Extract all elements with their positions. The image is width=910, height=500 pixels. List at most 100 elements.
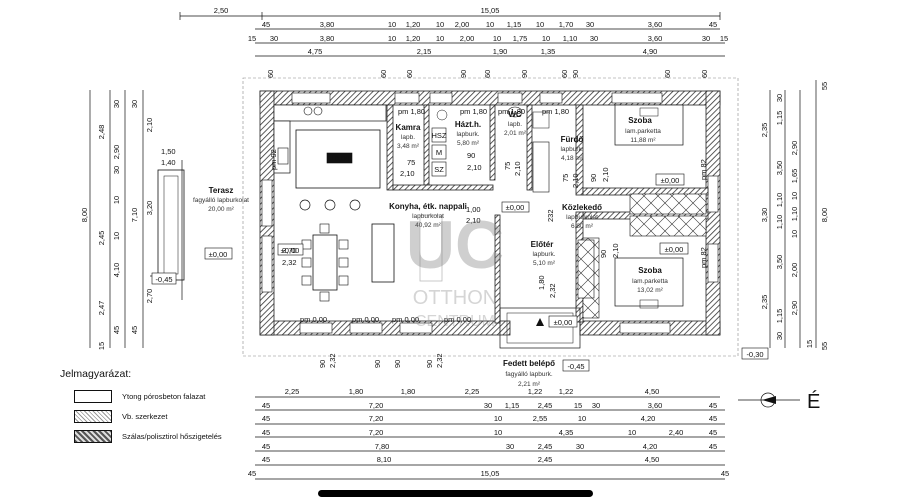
dim-label: 90 xyxy=(425,360,434,368)
fixture-label: HSZ xyxy=(432,131,447,140)
dim-label: 7,20 xyxy=(369,414,384,423)
room-name: Konyha, étk. nappali xyxy=(389,202,467,211)
pm-label: pm 1,80 xyxy=(398,107,425,116)
dim-label: 2,10 xyxy=(145,118,154,133)
dim-label: 1,10 xyxy=(775,193,784,208)
dim-label: 4,20 xyxy=(641,414,656,423)
service-rooms: pm 1,80 Kamra lapb. 3,48 m² 75 2,10 HSZ … xyxy=(396,106,584,193)
dim-label: 2,50 xyxy=(214,6,229,15)
door-width: 75 xyxy=(561,174,570,182)
right-dimensions xyxy=(769,80,817,348)
dim-label: 4,10 xyxy=(112,263,121,278)
bottom-dimensions xyxy=(255,396,725,480)
room-floor: lam.parketta xyxy=(632,278,668,285)
svg-text:UC: UC xyxy=(406,207,504,283)
legend-item: Vb. szerkezet xyxy=(74,410,167,423)
door-height: 2,10 xyxy=(571,173,580,188)
dim-label: 1,10 xyxy=(775,215,784,230)
door-width: 75 xyxy=(503,162,512,170)
door-width: 90 xyxy=(589,174,598,182)
dim-label: 1,70 xyxy=(559,20,574,29)
dim-label: 2,90 xyxy=(790,141,799,156)
room-name: Kamra xyxy=(396,123,421,132)
dim-label: 3,60 xyxy=(648,401,663,410)
top-sixties: 60 60 60 90 60 90 60 90 60 60 xyxy=(266,70,709,78)
room-name: WC xyxy=(508,110,522,119)
dim-label: 1,22 xyxy=(528,387,543,396)
level-mark: ±0,00 xyxy=(554,318,573,327)
dim-label: 2,45 xyxy=(538,455,553,464)
dim-label: 45 xyxy=(262,442,270,451)
dim-label: 1,40 xyxy=(161,158,176,167)
dim-label: 15 xyxy=(248,34,256,43)
dim-label: 1,50 xyxy=(161,147,176,156)
door-width: 90 xyxy=(467,151,475,160)
dim-label: 3,80 xyxy=(320,20,335,29)
dim-label: 7,20 xyxy=(369,401,384,410)
dim-label: 3,50 xyxy=(775,255,784,270)
door-height: 2,10 xyxy=(467,163,482,172)
dim-label: 2,55 xyxy=(533,414,548,423)
door-width: 1,00 xyxy=(466,205,481,214)
room-floor: fagyálló lapburk. xyxy=(505,371,553,378)
room-area: 13,02 m² xyxy=(637,287,663,294)
dim-label: 1,80 xyxy=(401,387,416,396)
dim-label: 4,75 xyxy=(308,47,323,56)
level-mark: -0,45 xyxy=(155,275,172,284)
pm-label: pm 0,00 xyxy=(444,315,471,324)
dim-label: 30 xyxy=(484,401,492,410)
bedroom-2: ±0,00 Szoba lam.parketta 13,02 m² pm 82 … xyxy=(599,242,708,309)
room-floor: lapburk. xyxy=(456,131,479,138)
dim-label: 90 xyxy=(373,360,382,368)
dim-label: 90 xyxy=(459,70,468,78)
dim-label: 30 xyxy=(130,100,139,108)
door-width: 2,70 xyxy=(282,246,297,255)
dim-label: 15,05 xyxy=(481,469,500,478)
room-floor: lapb. xyxy=(508,121,522,128)
room-area: 3,48 m² xyxy=(397,143,420,150)
pm-label: pm 82 xyxy=(699,159,708,180)
dim-label: 1,35 xyxy=(541,47,556,56)
bottom-dimension-labels: 2,25 1,80 1,80 2,25 1,22 1,22 4,50 45 7,… xyxy=(248,387,729,478)
top-dimension-labels: 2,50 15,05 45 3,80 10 1,20 10 2,00 10 1,… xyxy=(214,6,728,78)
dim-label: 45 xyxy=(112,326,121,334)
dim-label: 60 xyxy=(663,70,672,78)
pm-label: pm 0,00 xyxy=(392,315,419,324)
dim-label: 8,00 xyxy=(820,208,829,223)
dim-label: 2,25 xyxy=(285,387,300,396)
room-name: Előtér xyxy=(531,240,554,249)
dim-label: 10 xyxy=(542,34,550,43)
pm-label: pm 1,80 xyxy=(460,107,487,116)
room-name: Fedett belépő xyxy=(503,359,555,368)
dim-label: 60 xyxy=(266,70,275,78)
dim-label: 45 xyxy=(709,20,717,29)
dim-label: 7,20 xyxy=(369,428,384,437)
dim-label: 2,35 xyxy=(760,295,769,310)
room-area: 6,80 m² xyxy=(571,223,594,230)
room-area: 20,00 m² xyxy=(208,206,234,213)
dim-label: 45 xyxy=(721,469,729,478)
pm-label: pm 82 xyxy=(699,247,708,268)
dim-label: 1,10 xyxy=(790,207,799,222)
dim-label: 2,70 xyxy=(145,289,154,304)
dim-label: 90 xyxy=(318,360,327,368)
dim-label: 30 xyxy=(775,94,784,102)
dim-label: 10 xyxy=(578,414,586,423)
dim-label: 10 xyxy=(494,414,502,423)
terrace: Terasz fagyálló lapburkolat 20,00 m² ±0,… xyxy=(150,147,249,285)
level-mark: -0,30 xyxy=(746,350,763,359)
dim-label: 10 xyxy=(494,428,502,437)
dim-label: 2,90 xyxy=(790,301,799,316)
dim-label: 2,90 xyxy=(112,145,121,160)
dim-label: 10 xyxy=(628,428,636,437)
dim-label: 60 xyxy=(700,70,709,78)
kitchen-living: ±0,00 pm 92 Konyha, étk. nappali lapburk… xyxy=(269,104,467,302)
dim-label: 4,20 xyxy=(643,442,658,451)
dim-label: 45 xyxy=(709,442,717,451)
dim-label: 45 xyxy=(248,469,256,478)
north-arrow: É xyxy=(738,390,820,413)
dim-label: 1,20 xyxy=(406,20,421,29)
dim-label: 3,60 xyxy=(648,20,663,29)
room-name: Terasz xyxy=(209,186,234,195)
